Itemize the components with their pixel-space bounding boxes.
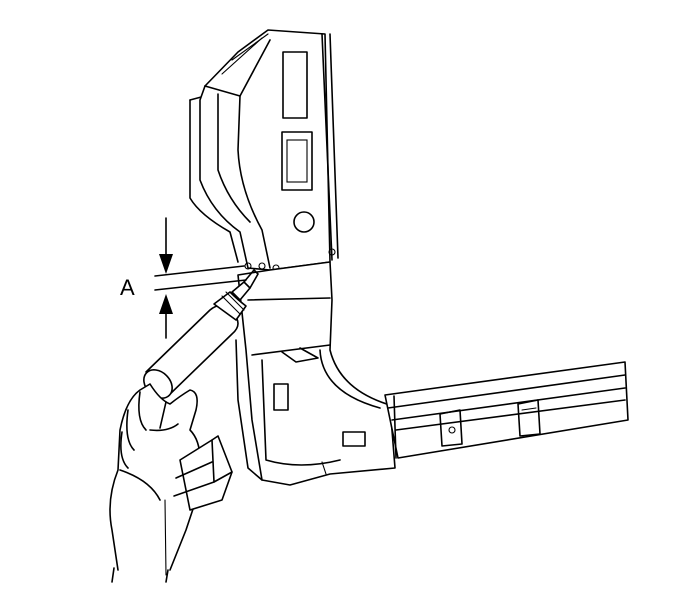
tool-block [173,435,233,511]
body-pillar-panel [189,29,629,486]
dimension-a: A [120,217,247,339]
callout-label-a: A [120,275,135,300]
arrow-up-icon [159,294,173,314]
gloved-hand [109,383,201,583]
arrow-down-icon [159,254,173,274]
